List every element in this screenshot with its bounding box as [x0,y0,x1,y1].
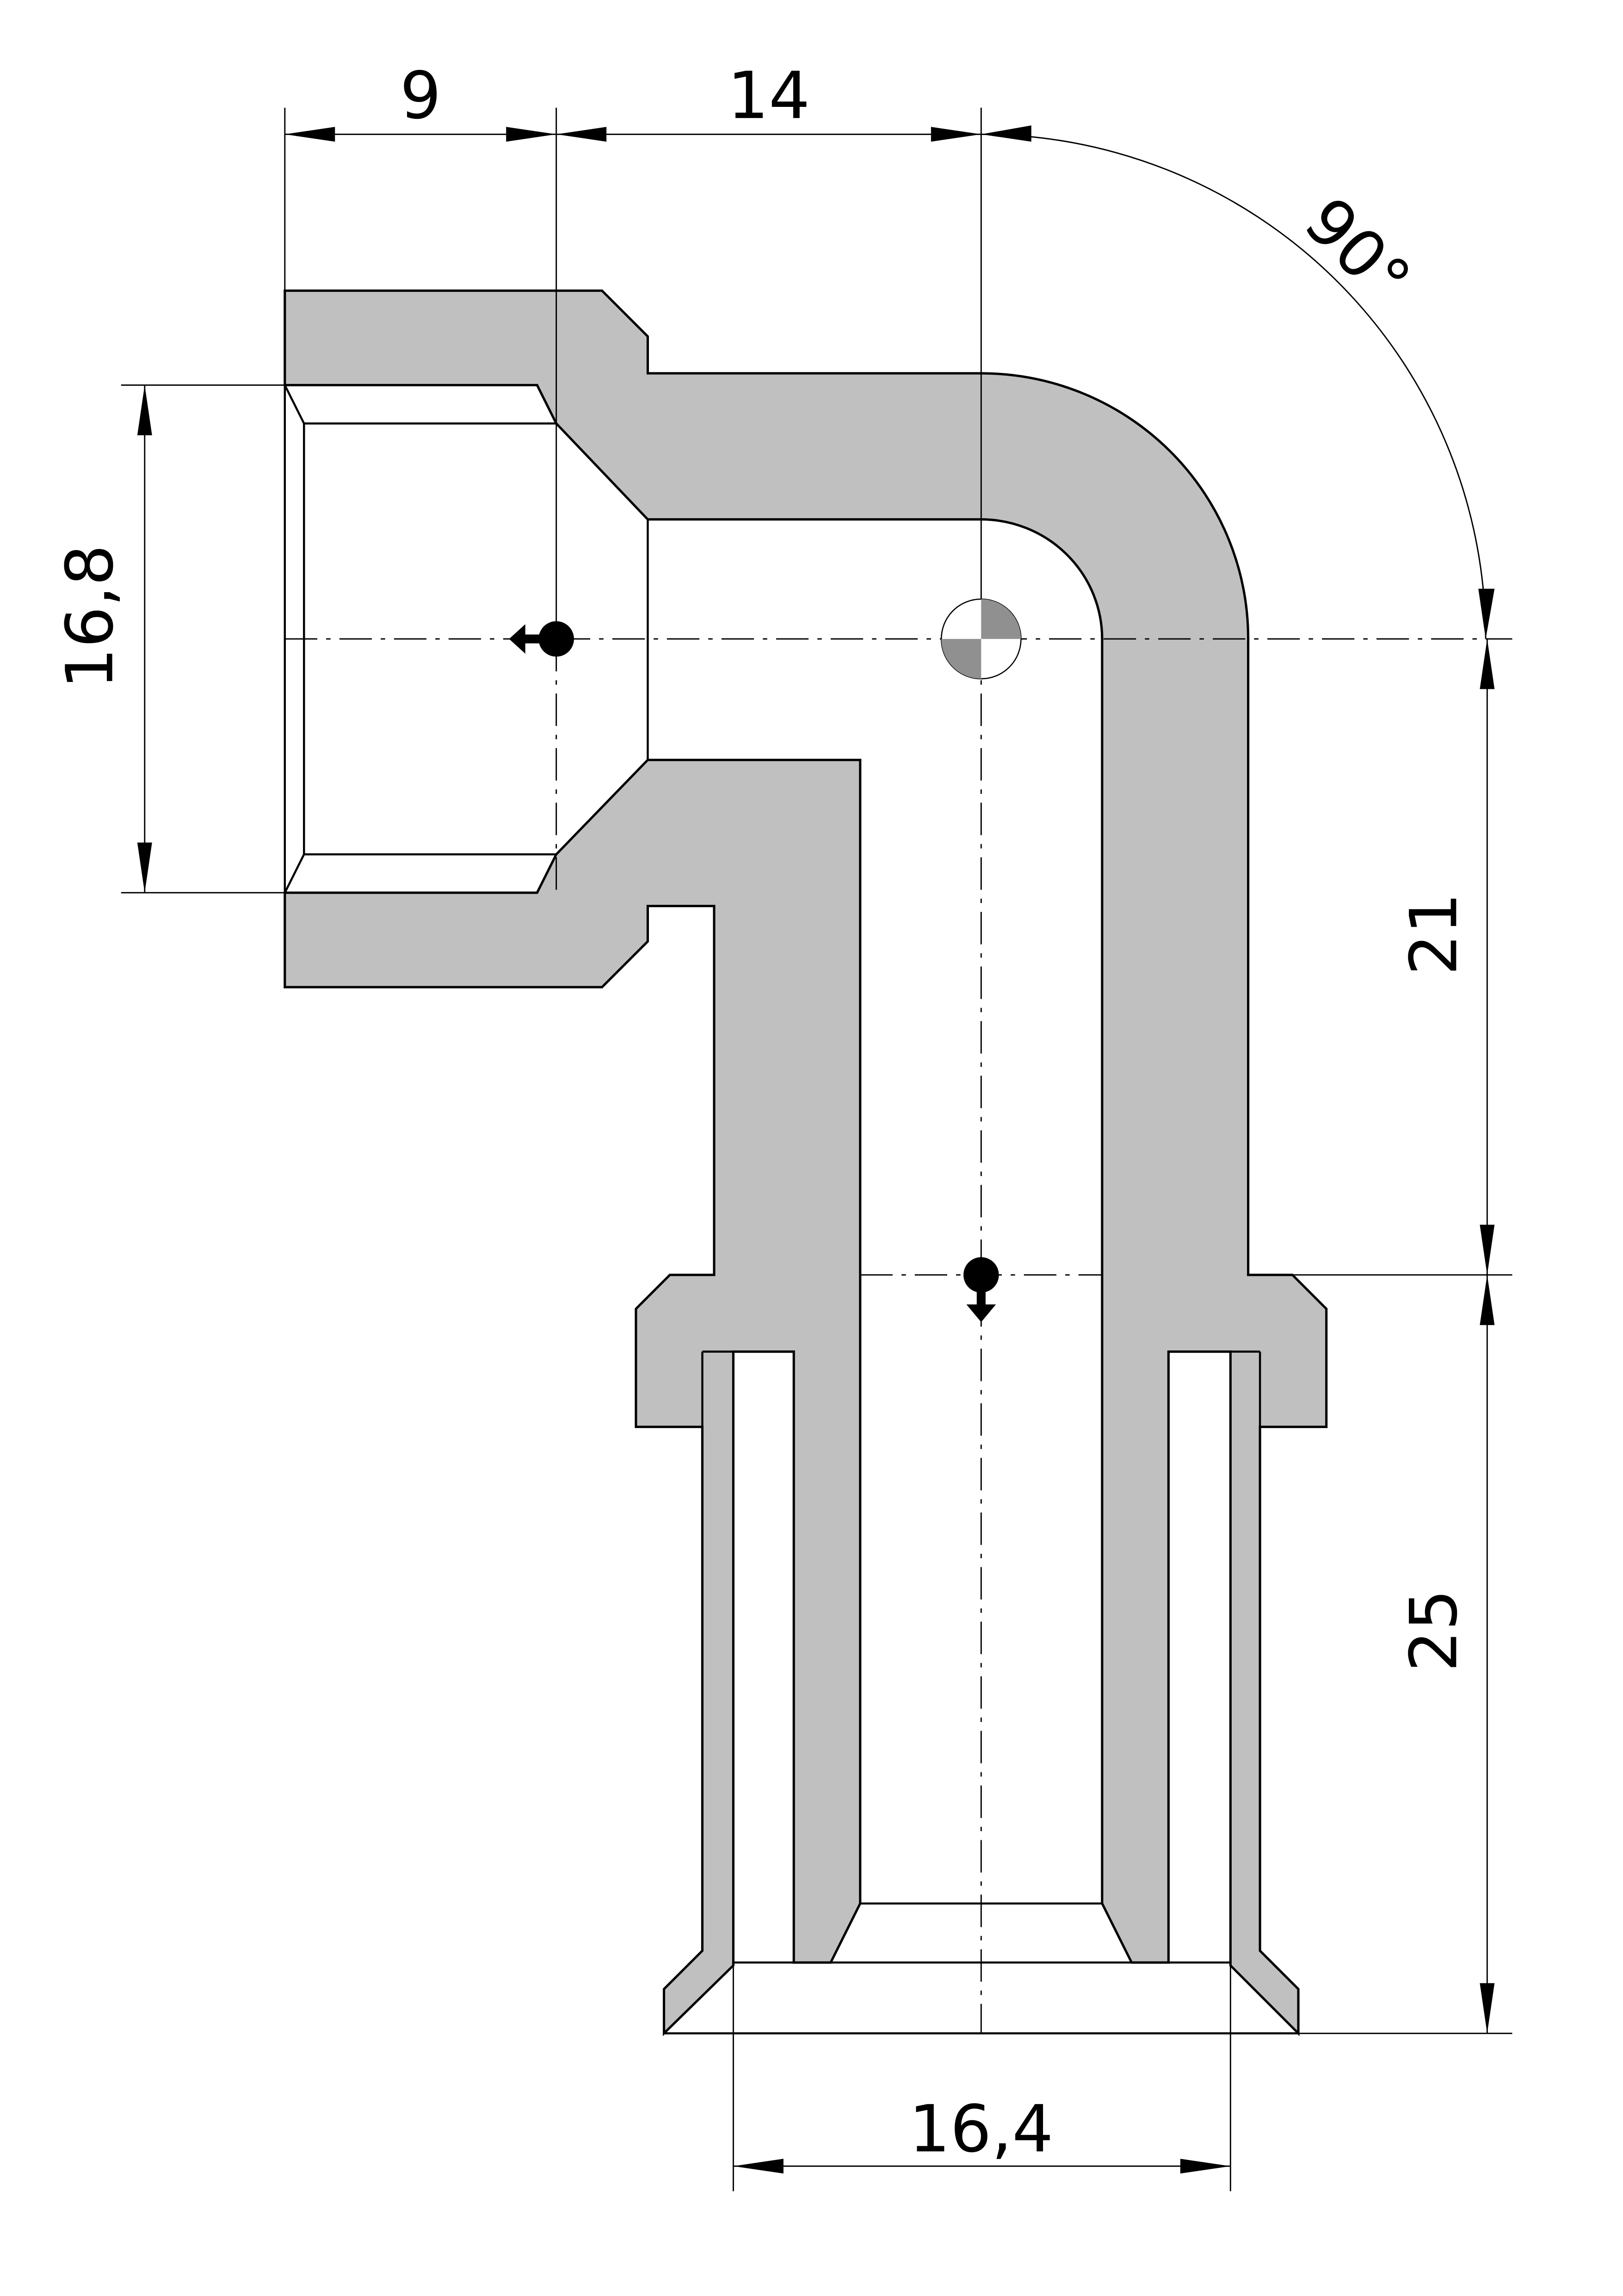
dimension-16-8-label: 16,8 [53,545,128,689]
dimension-9: 9 [284,58,556,142]
dimension-14-label: 14 [728,58,810,134]
connection-point-bottom-icon [963,1257,999,1322]
thread-outline [284,384,1299,2035]
dimension-16-4-label: 16,4 [909,2092,1053,2167]
dimension-16-8: 16,8 [53,385,152,893]
dimension-25-label: 25 [1396,1589,1472,1672]
dimension-16-4: 16,4 [733,2092,1231,2174]
dimension-21-label: 21 [1396,893,1472,976]
extension-lines [121,107,1512,2191]
center-of-gravity-icon [940,598,1022,680]
elbow-body-inner [284,759,862,2036]
dimension-21: 21 [1396,639,1495,1275]
dimension-angle-label: 90° [1290,184,1425,318]
dimension-14: 14 [556,58,981,142]
dimension-9-label: 9 [400,58,441,134]
connection-point-left-icon [509,621,574,657]
center-lines [284,638,1512,2034]
dimension-25: 25 [1396,1275,1495,2034]
elbow-body-outer [284,289,1328,2036]
